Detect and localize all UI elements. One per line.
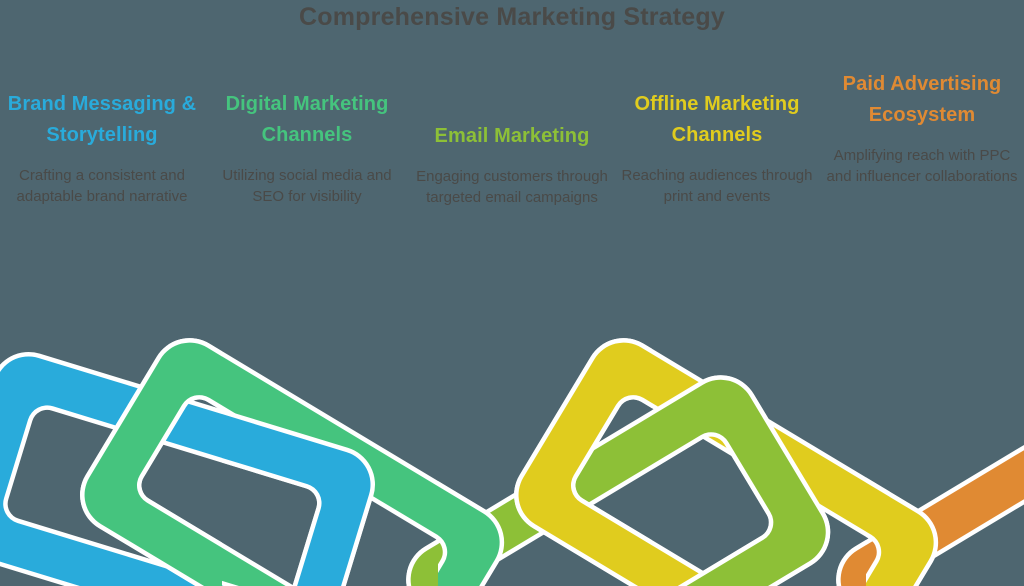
pillar-description-paid-advertising: Amplifying reach with PPC and influencer… [826,147,1018,185]
pillar-heading-digital-marketing: Digital Marketing Channels [225,93,389,146]
pillar-description-brand-messaging: Crafting a consistent and adaptable bran… [16,167,188,205]
pillar-heading-brand-messaging: Brand Messaging & Storytelling [7,93,197,146]
chain-graphic [0,324,1024,586]
pillar-column-email-marketing: Email Marketing Engaging customers throu… [410,121,614,208]
pillar-columns: Brand Messaging & Storytelling Crafting … [0,73,1024,278]
pillar-column-digital-marketing: Digital Marketing Channels Utilizing soc… [205,89,409,207]
pillar-description-email-marketing: Engaging customers through targeted emai… [416,168,608,206]
pillar-description-digital-marketing: Utilizing social media and SEO for visib… [222,167,392,205]
pillar-heading-offline-marketing: Offline Marketing Channels [634,93,800,146]
pillar-description-offline-marketing: Reaching audiences through print and eve… [621,167,813,205]
pillar-heading-paid-advertising: Paid Advertising Ecosystem [842,73,1002,126]
pillar-column-paid-advertising: Paid Advertising Ecosystem Amplifying re… [820,69,1024,187]
chain-svg [0,324,1024,586]
pillar-column-brand-messaging: Brand Messaging & Storytelling Crafting … [0,89,204,207]
pillar-column-offline-marketing: Offline Marketing Channels Reaching audi… [615,89,819,207]
pillar-heading-email-marketing: Email Marketing [434,125,590,147]
page-title: Comprehensive Marketing Strategy [299,3,725,31]
